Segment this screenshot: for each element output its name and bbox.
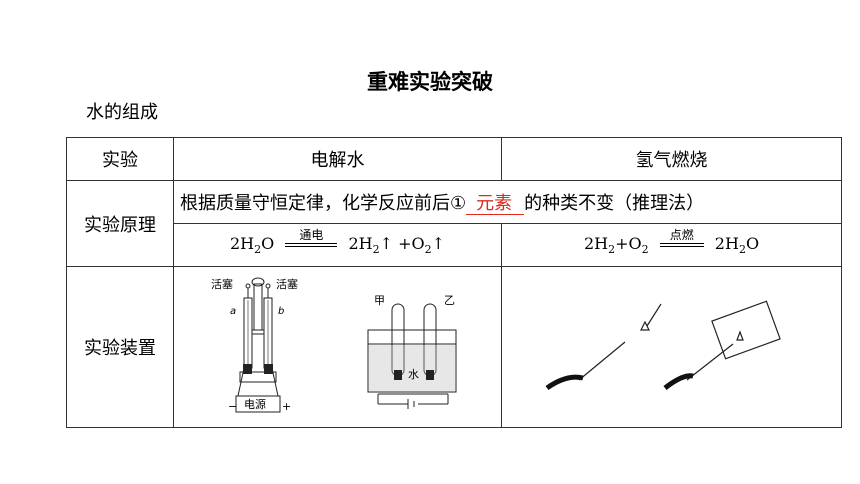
svg-text:+: +	[282, 400, 291, 413]
condition-electricity: 通电	[285, 229, 338, 248]
svg-text:甲: 甲	[374, 294, 385, 307]
condition-ignite: 点燃	[659, 229, 704, 248]
gas-arrow-1: ↑	[379, 233, 393, 253]
svg-text:b: b	[278, 306, 284, 317]
page-title: 重难实验突破	[367, 70, 493, 94]
svg-text:活塞: 活塞	[276, 277, 298, 291]
header-electrolysis: 电解水	[173, 137, 502, 181]
principle-after: 的种类不变（推理法）	[524, 193, 705, 214]
svg-text:水: 水	[408, 368, 419, 381]
svg-text:−: −	[228, 400, 237, 413]
svg-text:a: a	[230, 306, 236, 317]
principle-answer: 元素	[466, 194, 525, 215]
header-experiment: 实验	[66, 137, 174, 181]
svg-text:乙: 乙	[444, 294, 455, 307]
electrolysis-apparatus: 活塞 活塞 a b 电源 − +	[173, 266, 502, 428]
combustion-apparatus-illustration	[545, 300, 781, 390]
section-subtitle: 水的组成	[86, 102, 158, 123]
combustion-apparatus	[501, 266, 842, 428]
svg-text:电源: 电源	[244, 397, 266, 411]
electrolysis-apparatus-illustration: 活塞 活塞 a b 电源 − +	[211, 277, 456, 413]
svg-text:活塞: 活塞	[211, 277, 233, 291]
principle-label: 实验原理	[66, 180, 174, 267]
principle-before: 根据质量守恒定律，化学反应前后①	[180, 193, 467, 214]
combustion-equation: 2H2+O2 点燃 2H2O	[501, 223, 842, 267]
apparatus-label: 实验装置	[66, 266, 174, 428]
apparatus-row: 实验装置	[66, 266, 842, 428]
equation-row: 2H2O 通电 2H2↑ +O2↑ 2H2+O2 点燃 2H2O	[67, 223, 842, 267]
gas-arrow-2: ↑	[431, 233, 446, 253]
header-hydrogen-combustion: 氢气燃烧	[501, 137, 842, 181]
electrolysis-equation: 2H2O 通电 2H2↑ +O2↑	[173, 223, 502, 267]
table-header-row: 实验 电解水 氢气燃烧	[66, 137, 842, 181]
